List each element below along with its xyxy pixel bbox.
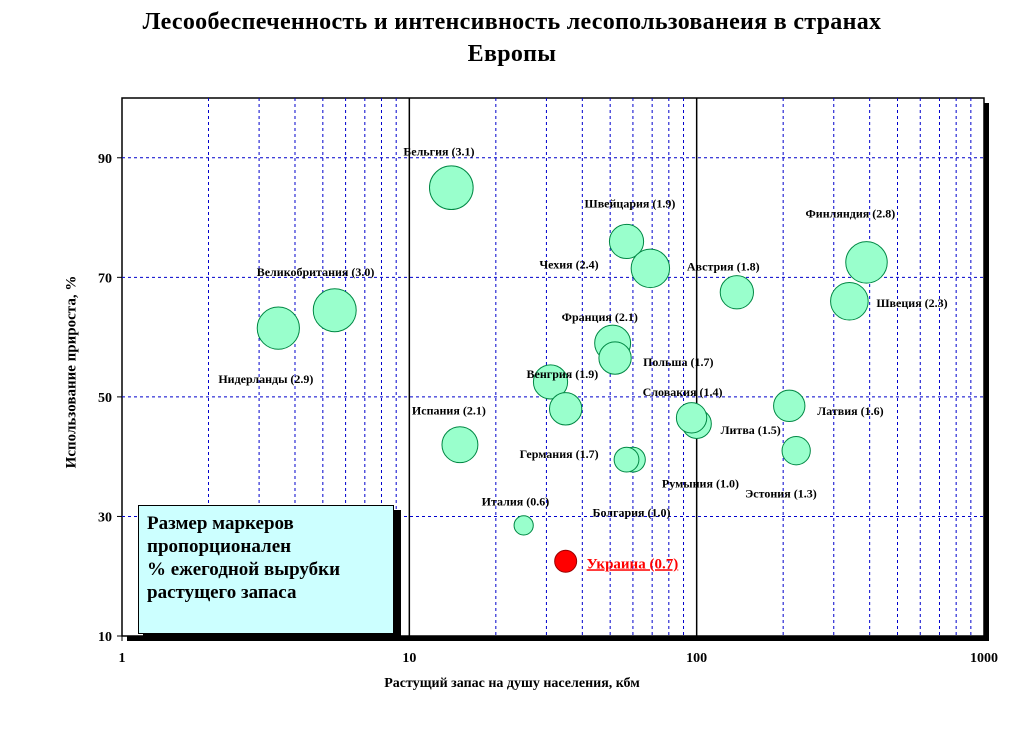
y-tick-label-10: 10: [98, 630, 112, 645]
bubble-13: [441, 426, 479, 464]
legend-line-3: % ежегодной вырубки: [147, 559, 341, 580]
bubble-20: [554, 549, 578, 573]
chart-title-line-1: Лесообеспеченность и интенсивность лесоп…: [142, 9, 882, 35]
legend-line-1: Размер маркеров: [147, 513, 294, 534]
bubble-label-6: Нидерланды (2.9): [218, 372, 313, 386]
bubble-17: [613, 446, 640, 473]
bubble-label-8: Франция (2.1): [562, 310, 638, 324]
bubble-2: [630, 248, 671, 289]
bubble-14: [548, 392, 583, 426]
bubble-1: [608, 223, 645, 260]
bubble-18: [781, 436, 811, 466]
bubble-10: [532, 364, 569, 400]
bubble-label-5: Великобритания (3.0): [257, 265, 375, 279]
bubble-6: [256, 306, 300, 350]
y-axis-title: Использование прироста, %: [63, 275, 80, 469]
bubble-label-13: Испания (2.1): [412, 404, 486, 418]
bubble-label-17: Болгария (1.0): [593, 506, 671, 520]
bubble-label-1: Швейцария (1.9): [585, 196, 676, 210]
x-tick-label-100: 100: [686, 651, 707, 666]
bubble-7: [830, 281, 869, 321]
bubble-4: [719, 275, 754, 310]
bubble-label-16: Румыния (1.0): [662, 477, 739, 491]
x-tick-label-1000: 1000: [970, 651, 998, 666]
bubble-label-12: Латвия (1.6): [817, 404, 883, 418]
y-tick-label-30: 30: [98, 510, 112, 525]
bubble-label-14: Германия (1.7): [520, 447, 599, 461]
bubble-9: [598, 341, 632, 375]
bubble-label-18: Эстония (1.3): [745, 487, 817, 501]
bubble-label-15: Литва (1.5): [721, 423, 781, 437]
bubble-15: [675, 402, 708, 434]
bubble-label-11: Словакия (1.4): [643, 385, 723, 399]
bubble-label-3: Финляндия (2.8): [805, 206, 895, 220]
legend-line-4: растущего запаса: [147, 582, 297, 603]
chart-title: Лесообеспеченность и интенсивность лесоп…: [0, 6, 1024, 70]
y-tick-label-50: 50: [98, 391, 112, 406]
bubble-label-0: Бельгия (3.1): [403, 145, 474, 159]
bubble-label-9: Польша (1.7): [643, 355, 713, 369]
bubble-label-20: Украина (0.7): [587, 556, 679, 572]
legend-box: Размер маркеров пропорционален % ежегодн…: [138, 505, 394, 634]
bubble-3: [845, 241, 888, 284]
x-tick-label-1: 1: [119, 651, 126, 666]
bubble-19: [513, 515, 534, 536]
bubble-label-4: Австрия (1.8): [687, 259, 760, 273]
bubble-label-7: Швеция (2.3): [876, 296, 947, 310]
x-tick-label-10: 10: [402, 651, 416, 666]
bubble-5: [312, 288, 357, 333]
y-tick-label-70: 70: [98, 271, 112, 286]
bubble-label-10: Венгрия (1.9): [527, 367, 599, 381]
bubble-label-19: Италия (0.6): [482, 494, 550, 508]
x-axis-title: Растущий запас на душу населения, кбм: [384, 676, 640, 691]
bubble-0: [428, 165, 474, 210]
y-tick-label-90: 90: [98, 152, 112, 167]
bubble-label-2: Чехия (2.4): [539, 257, 598, 271]
chart-title-line-2: Европы: [467, 41, 557, 67]
bubble-12: [773, 389, 806, 423]
legend-line-2: пропорционален: [147, 536, 292, 557]
